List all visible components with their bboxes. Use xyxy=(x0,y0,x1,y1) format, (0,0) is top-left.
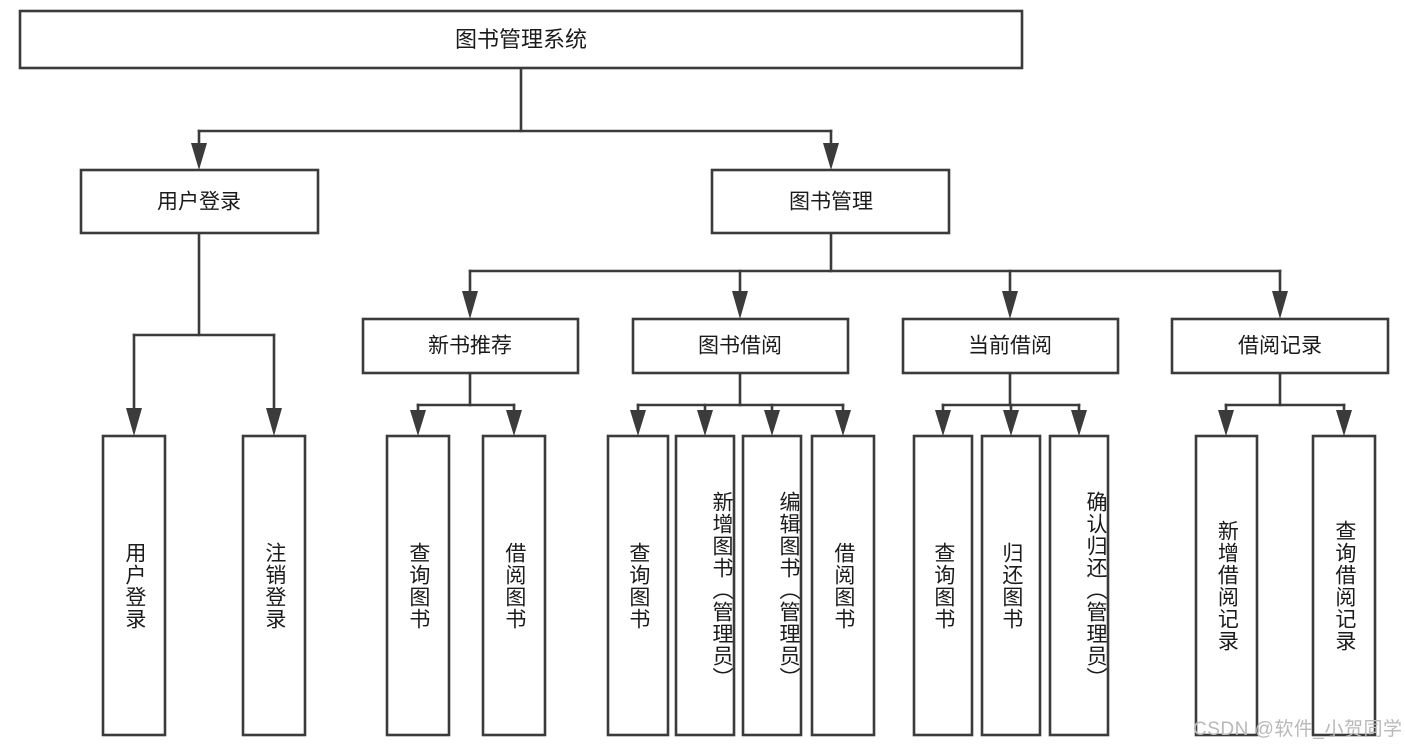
leaf-boxes-book-borrow xyxy=(606,434,876,737)
leaf-box[interactable] xyxy=(606,434,670,737)
arrow-head-icon xyxy=(935,410,951,436)
leaf-boxes-new-book-recommend xyxy=(385,434,547,737)
node-book-borrow-label: 图书借阅 xyxy=(698,335,782,358)
node-current-borrow[interactable]: 当前借阅 xyxy=(901,317,1120,375)
arrow-head-icon xyxy=(1336,410,1352,436)
node-book-borrow-box[interactable] xyxy=(631,317,850,375)
arrow-head-icon xyxy=(1218,410,1234,436)
arrow-head-icon xyxy=(266,408,282,436)
node-new-book-recommend-label: 新书推荐 xyxy=(428,335,512,358)
node-user-login-label: 用户登录 xyxy=(157,191,241,214)
arrow-head-icon xyxy=(823,143,839,170)
leaf-box[interactable] xyxy=(741,434,803,737)
leaf-box[interactable] xyxy=(1194,434,1259,737)
node-borrow-record-label: 借阅记录 xyxy=(1238,335,1322,358)
leaf-box[interactable] xyxy=(481,434,547,737)
connector-currentborrow-to-leaves xyxy=(935,371,1087,436)
leaf-box[interactable] xyxy=(674,434,736,737)
node-book-manage[interactable]: 图书管理 xyxy=(710,168,951,235)
leaf-box[interactable] xyxy=(385,434,451,737)
arrow-head-icon xyxy=(835,410,851,436)
leaf-box[interactable] xyxy=(1311,434,1377,737)
connector-bookborrow-to-leaves xyxy=(630,371,851,436)
node-new-book-recommend[interactable]: 新书推荐 xyxy=(361,317,580,375)
arrow-head-icon xyxy=(1071,410,1087,436)
arrow-head-icon xyxy=(191,143,207,170)
node-book-manage-box[interactable] xyxy=(710,168,951,235)
node-borrow-record[interactable]: 借阅记录 xyxy=(1170,317,1390,375)
leaf-box[interactable] xyxy=(241,434,307,737)
arrow-head-icon xyxy=(1272,291,1288,319)
node-user-login[interactable]: 用户登录 xyxy=(79,168,320,235)
arrow-head-icon xyxy=(1002,291,1018,319)
arrow-head-icon xyxy=(126,408,142,436)
leaf-box[interactable] xyxy=(912,434,974,737)
watermark-text: CSDN @软件_小贺同学 xyxy=(1193,719,1403,740)
arrow-head-icon xyxy=(1003,410,1019,436)
node-root-box[interactable] xyxy=(18,9,1024,70)
arrow-head-icon xyxy=(732,291,748,319)
node-root[interactable]: 图书管理系统 xyxy=(18,9,1024,70)
leaf-box[interactable] xyxy=(101,434,167,737)
connector-borrowrecord-to-leaves xyxy=(1218,371,1352,436)
connector-userlogin-to-leaves xyxy=(126,231,282,436)
leaf-box[interactable] xyxy=(810,434,876,737)
node-current-borrow-label: 当前借阅 xyxy=(968,335,1052,358)
node-current-borrow-box[interactable] xyxy=(901,317,1120,375)
node-book-manage-label: 图书管理 xyxy=(789,191,873,214)
leaf-box[interactable] xyxy=(1048,434,1110,737)
arrow-head-icon xyxy=(410,410,426,436)
node-new-book-recommend-box[interactable] xyxy=(361,317,580,375)
arrow-head-icon xyxy=(697,410,713,436)
arrow-head-icon xyxy=(764,410,780,436)
leaf-boxes-user-login xyxy=(101,434,307,737)
leaf-boxes-current-borrow xyxy=(912,434,1110,737)
arrow-head-icon xyxy=(630,410,646,436)
node-root-label: 图书管理系统 xyxy=(455,27,587,52)
arrow-head-icon xyxy=(462,291,478,319)
node-borrow-record-box[interactable] xyxy=(1170,317,1390,375)
connector-bookmanage-to-level2 xyxy=(462,231,1288,319)
connector-newbook-to-leaves xyxy=(410,371,522,436)
node-book-borrow[interactable]: 图书借阅 xyxy=(631,317,850,375)
leaf-boxes-borrow-record xyxy=(1194,434,1377,737)
leaf-box[interactable] xyxy=(980,434,1042,737)
node-user-login-box[interactable] xyxy=(79,168,320,235)
connector-root-to-level1 xyxy=(191,66,839,170)
arrow-head-icon xyxy=(506,410,522,436)
